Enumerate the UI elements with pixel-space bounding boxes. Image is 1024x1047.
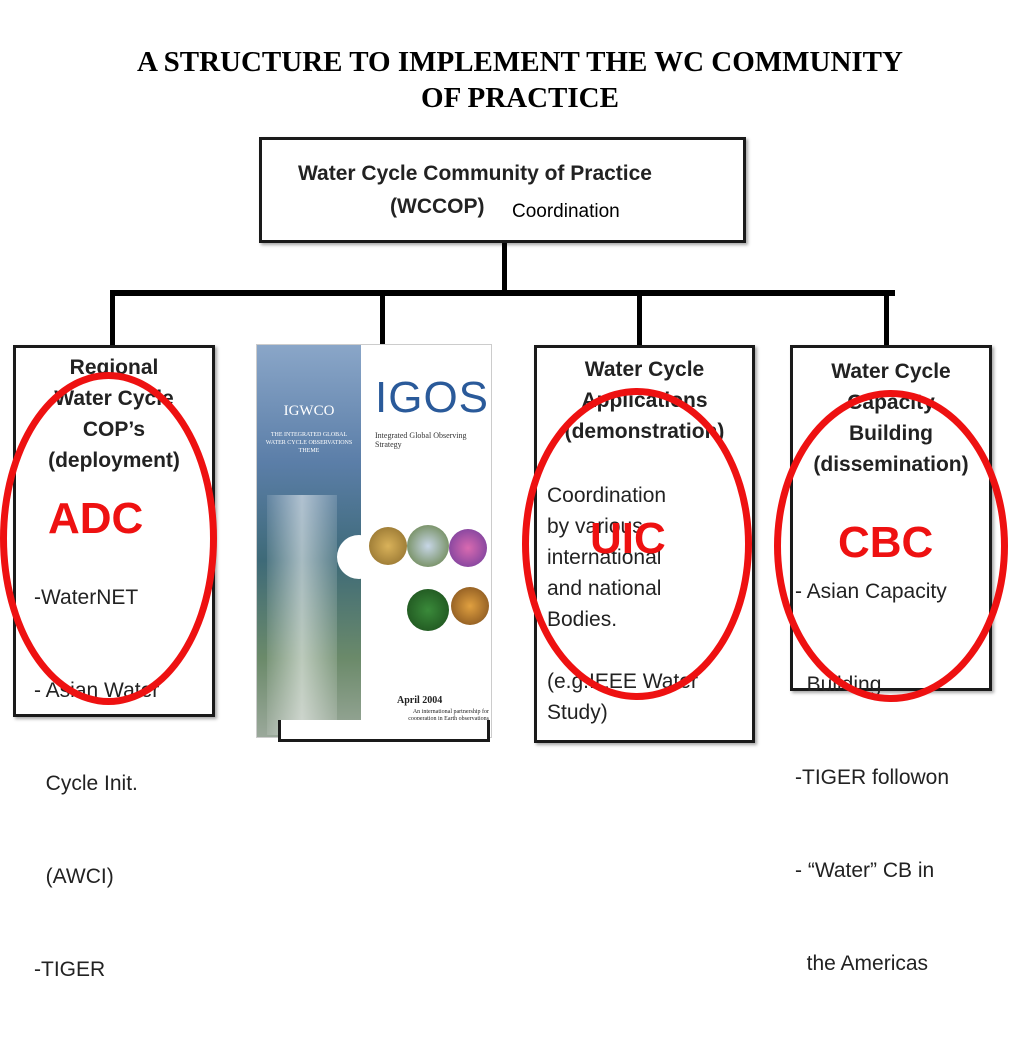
cover-photo-3 [449,529,487,567]
title-line-1: A STRUCTURE TO IMPLEMENT THE WC COMMUNIT… [137,46,903,78]
cover-tagline: An international partnership for coopera… [408,709,489,722]
title-line-2: OF PRACTICE [421,82,619,114]
wccop-node: Water Cycle Community of Practice (WCCOP… [259,137,746,243]
cover-igos-subtitle: Integrated Global Observing Strategy [375,431,467,449]
adc-label: ADC [48,494,144,543]
cover-photo-2 [407,525,449,567]
igwco-report-cover: IGWCO THE INTEGRATED GLOBAL WATER CYCLE … [256,344,492,738]
cover-photo-1 [369,527,407,565]
connector-cover [380,290,385,344]
uic-label: UIC [590,514,666,563]
cover-waterfall [267,495,337,735]
wccop-acronym: (WCCOP) [390,195,485,218]
cover-photo-5 [451,587,489,625]
cover-igwco-logo: IGWCO [283,403,335,419]
cover-photo-4 [407,589,449,631]
connector-regional [110,290,115,346]
slide-title: A STRUCTURE TO IMPLEMENT THE WC COMMUNIT… [40,44,1000,116]
connector-capacity [884,290,889,346]
cbc-ring [774,390,1008,702]
wccop-title: Water Cycle Community of Practice [298,162,652,185]
cover-date: April 2004 [397,695,443,706]
connector-bar [110,290,895,296]
cbc-label: CBC [838,518,934,567]
cover-igwco-subtitle: THE INTEGRATED GLOBAL WATER CYCLE OBSERV… [265,432,353,454]
connector-top [502,243,507,293]
uic-ring [522,388,752,700]
connector-applications [637,290,642,346]
cover-frame-edge [278,720,490,742]
wccop-annotation: Coordination [512,201,620,222]
cover-igos-logo: IGOS [375,373,490,422]
adc-ring [0,372,217,705]
